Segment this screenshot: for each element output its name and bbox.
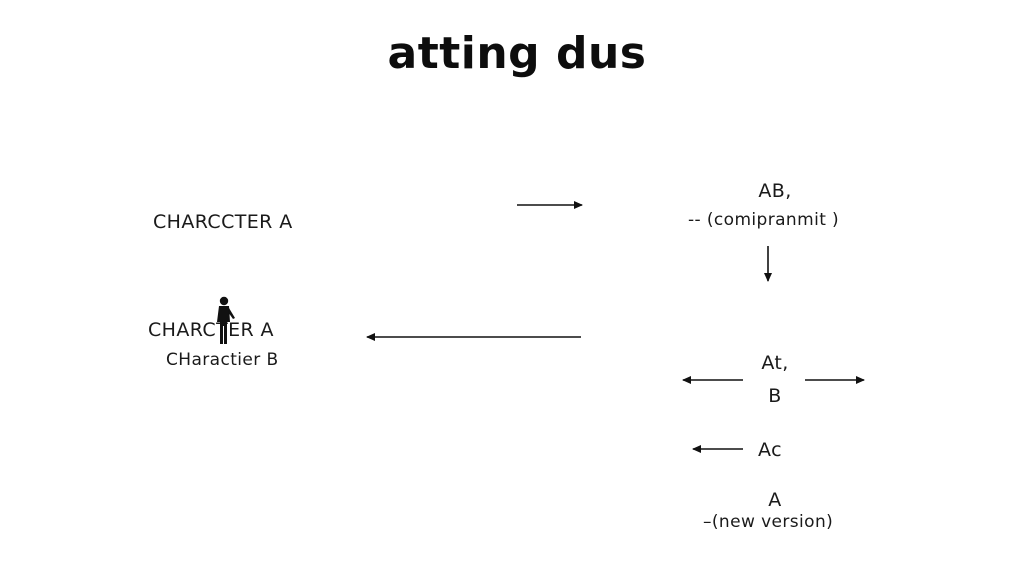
node-b-label: B: [768, 385, 782, 407]
node-ac-label: Ac: [758, 439, 782, 461]
node-ab-label: AB,: [758, 180, 792, 202]
character-b-label: CHaractier B: [166, 350, 279, 370]
diagram-title: atting dus: [387, 28, 647, 79]
node-ab-subtitle: -- (comipranmit ): [688, 210, 840, 230]
person-silhouette-icon: [212, 296, 238, 346]
character-a-label-bottom: CHARCTER A: [148, 319, 274, 341]
node-a-label: A: [768, 489, 782, 511]
character-a-label-top: CHARCCTER A: [153, 211, 293, 233]
node-a-subtitle: –(new version): [703, 512, 834, 532]
node-at-label: At,: [761, 352, 789, 374]
